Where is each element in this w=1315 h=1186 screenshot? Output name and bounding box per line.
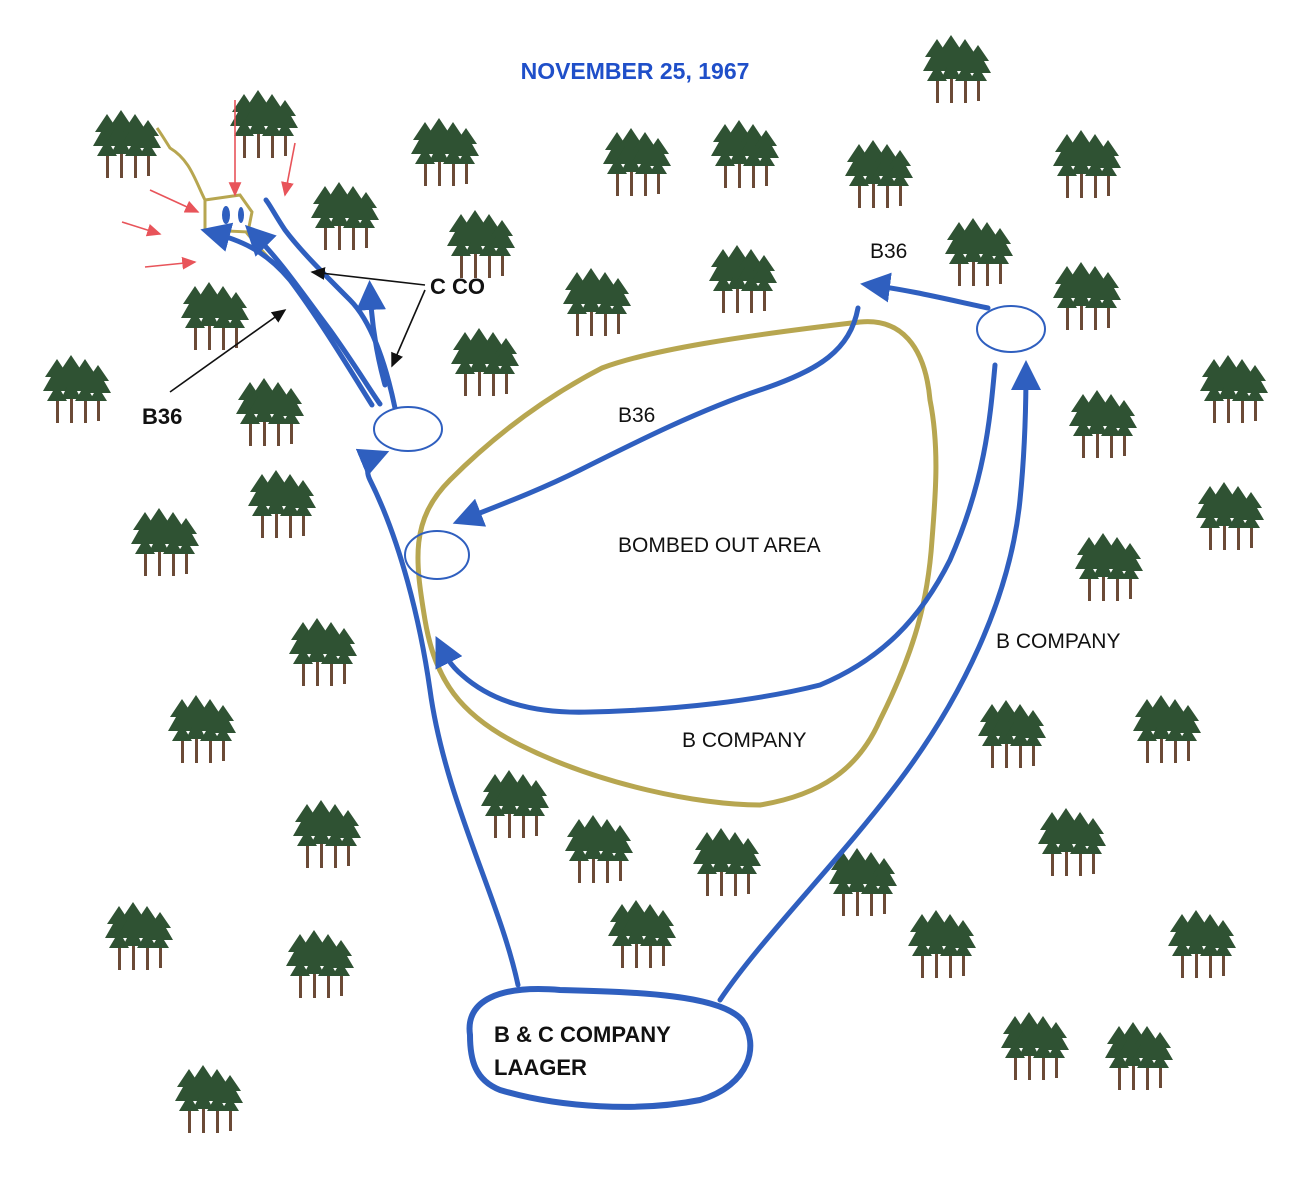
route-b-company-inner [435, 362, 998, 715]
route-left-rally-to-c-co-2 [263, 197, 398, 411]
pine-tree-cluster-icon [447, 210, 515, 278]
rally-point-left [373, 406, 443, 452]
pine-tree-cluster-icon [608, 900, 676, 968]
pine-tree-cluster-icon [293, 800, 361, 868]
rally-point-right [976, 305, 1046, 353]
enemy-threat-arrows [121, 100, 296, 270]
label-laager-line1: B & C COMPANY [494, 1022, 671, 1047]
pine-tree-cluster-icon [311, 182, 379, 250]
label-b36-center: B36 [618, 404, 656, 427]
pine-tree-cluster-icon [1038, 808, 1106, 876]
pine-tree-cluster-icon [451, 328, 519, 396]
c-co-marker-2 [238, 207, 244, 223]
pine-tree-cluster-icon [945, 218, 1013, 286]
pine-tree-cluster-icon [230, 90, 298, 158]
pine-tree-cluster-icon [845, 140, 913, 208]
tree-layer [43, 35, 1268, 1133]
route-b36-right [860, 272, 991, 311]
bombed-out-area-outline [415, 319, 939, 808]
pine-tree-cluster-icon [289, 618, 357, 686]
threat-arrow-3 [149, 189, 200, 213]
pine-tree-cluster-icon [1196, 482, 1264, 550]
pine-tree-cluster-icon [1105, 1022, 1173, 1090]
label-b36-right: B36 [870, 240, 908, 263]
pine-tree-cluster-icon [481, 770, 549, 838]
pine-tree-cluster-icon [1168, 910, 1236, 978]
label-b36-left: B36 [142, 404, 183, 429]
pine-tree-cluster-icon [1053, 130, 1121, 198]
pine-tree-cluster-icon [105, 902, 173, 970]
map-title: NOVEMBER 25, 1967 [520, 58, 750, 84]
label-bombed-out-area: BOMBED OUT AREA [618, 534, 821, 557]
route-laager-to-left-rally [355, 448, 521, 988]
label-c-co: C CO [430, 274, 485, 299]
pine-tree-cluster-icon [603, 128, 671, 196]
route-b36-center [452, 305, 861, 527]
label-pointers [169, 267, 426, 393]
pine-tree-cluster-icon [175, 1065, 243, 1133]
c-co-marker-1 [222, 206, 230, 224]
c-co-pointer-lower [391, 289, 426, 368]
c-co-pointer-upper [310, 267, 426, 286]
threat-arrow-5 [144, 256, 197, 270]
route-b36-to-c-co [200, 222, 375, 408]
pine-tree-cluster-icon [908, 910, 976, 978]
pine-tree-cluster-icon [43, 355, 111, 423]
pine-tree-cluster-icon [1001, 1012, 1069, 1080]
pine-tree-cluster-icon [131, 508, 199, 576]
threat-arrow-2 [281, 142, 296, 197]
route-c-co-branch [356, 280, 388, 388]
threat-arrow-4 [121, 221, 162, 237]
pine-tree-cluster-icon [1053, 262, 1121, 330]
rally-point-center-left [404, 530, 470, 580]
pine-tree-cluster-icon [93, 110, 161, 178]
pine-tree-cluster-icon [1069, 390, 1137, 458]
route-laager-to-right-rally [717, 360, 1041, 1003]
pine-tree-cluster-icon [248, 470, 316, 538]
label-b-company-right: B COMPANY [996, 630, 1121, 653]
pine-tree-cluster-icon [1200, 355, 1268, 423]
pine-tree-cluster-icon [181, 282, 249, 350]
pine-tree-cluster-icon [286, 930, 354, 998]
pine-tree-cluster-icon [236, 378, 304, 446]
pine-tree-cluster-icon [693, 828, 761, 896]
pine-tree-cluster-icon [565, 815, 633, 883]
b36-pointer [169, 309, 287, 393]
label-laager-line2: LAAGER [494, 1055, 587, 1080]
label-b-company-inner: B COMPANY [682, 729, 807, 752]
laager-enclosure [466, 986, 754, 1110]
pine-tree-cluster-icon [168, 695, 236, 763]
pine-tree-cluster-icon [1075, 533, 1143, 601]
route-left-rally-to-c-co [244, 224, 383, 407]
pine-tree-cluster-icon [411, 118, 479, 186]
unit-routes [200, 197, 1041, 1003]
pine-tree-cluster-icon [711, 120, 779, 188]
pine-tree-cluster-icon [563, 268, 631, 336]
pine-tree-cluster-icon [709, 245, 777, 313]
pine-tree-cluster-icon [1133, 695, 1201, 763]
pine-tree-cluster-icon [978, 700, 1046, 768]
